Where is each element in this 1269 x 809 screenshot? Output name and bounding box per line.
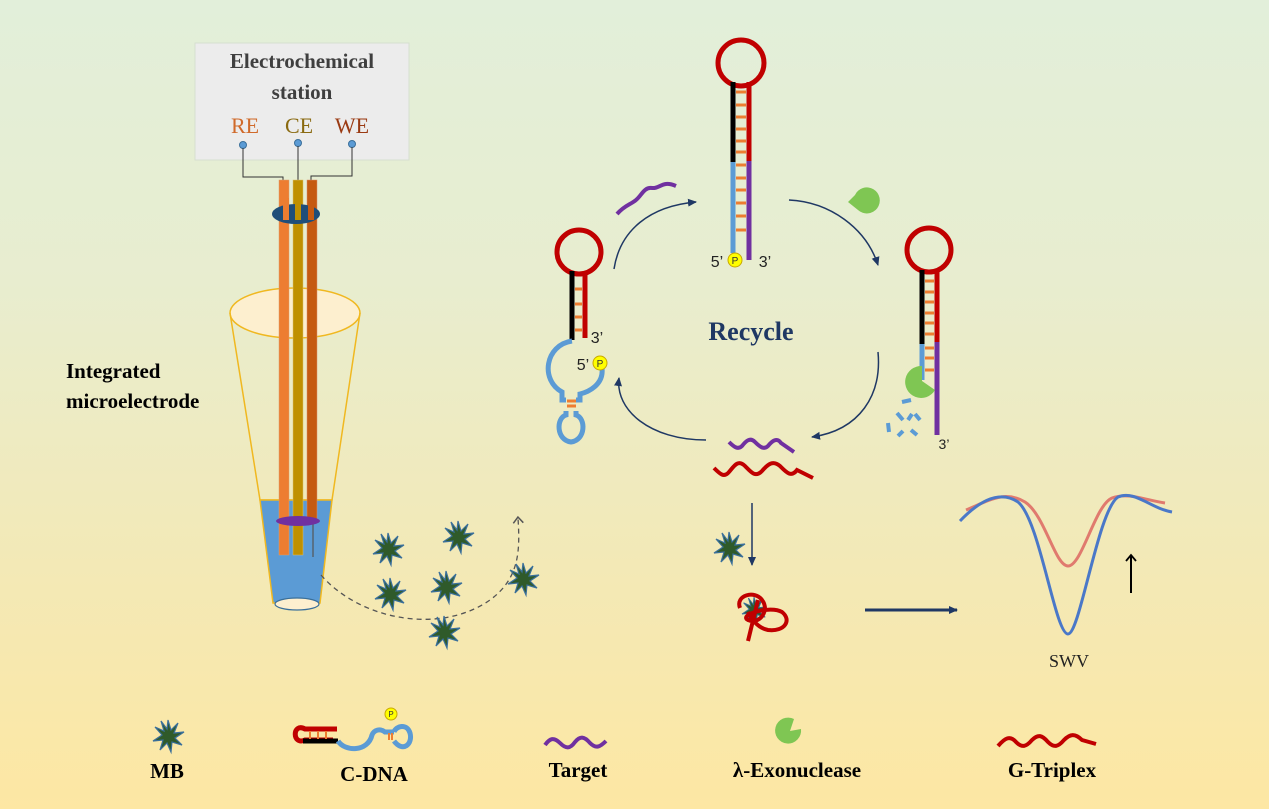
legend-label: G-Triplex — [1008, 758, 1097, 782]
legend-label: Target — [549, 758, 608, 782]
tube-tip — [274, 597, 320, 611]
microelectrode-label-line2: microelectrode — [66, 389, 199, 413]
terminal-we — [348, 140, 356, 148]
cycle-arrow-to-top — [613, 198, 697, 270]
legend: MB P C-DNA Target λ-Exonuclease — [150, 707, 1097, 786]
swv-plot: SWV — [958, 494, 1173, 671]
target-icon — [543, 735, 608, 750]
exonuclease-icon — [905, 365, 935, 398]
microelectrode-label-line1: Integrated — [66, 359, 161, 383]
station-title-line2: station — [272, 80, 333, 104]
mb-star — [430, 570, 463, 604]
electrochemical-station: Electrochemical station RE CE WE — [194, 42, 410, 205]
recycle-label: Recycle — [708, 317, 793, 346]
phosphate-icon — [727, 252, 743, 268]
released-g-triplex — [712, 461, 814, 480]
c-dna-icon: P — [292, 707, 414, 751]
electrode-label-re: RE — [231, 113, 259, 138]
exonuclease-icon — [848, 187, 880, 214]
mb-star — [713, 531, 746, 565]
legend-item-mb: MB — [150, 719, 185, 783]
digested-fragments — [886, 398, 922, 438]
g-triplex-mb-complex — [737, 592, 789, 642]
mb-star — [428, 615, 461, 649]
electrode-label-we: WE — [335, 113, 369, 138]
legend-item-c-dna: P C-DNA — [292, 707, 414, 786]
legend-label: C-DNA — [340, 762, 408, 786]
phosphate-label: P — [732, 256, 739, 267]
modified-layer — [276, 516, 320, 526]
terminal-ce — [294, 139, 302, 147]
swv-curve-after — [958, 494, 1173, 636]
working-electrode — [306, 179, 318, 521]
cap-lead-we — [308, 198, 314, 220]
cap-lead-re — [283, 198, 289, 220]
legend-label: λ-Exonuclease — [733, 758, 861, 782]
release-arrow — [320, 515, 524, 620]
phosphate-icon — [384, 707, 398, 721]
terminal-re — [239, 141, 247, 149]
swv-label: SWV — [1049, 651, 1089, 671]
methylene-blue-icon — [152, 719, 185, 753]
integrated-microelectrode: Integrated microelectrode — [66, 179, 361, 611]
counter-electrode — [292, 179, 304, 556]
cycle-arrow-to-bottom — [811, 351, 880, 440]
hairpin-target-bound: P 5’ 3’ — [711, 37, 771, 271]
three-prime-label: 3’ — [591, 330, 603, 347]
cap-lead-ce — [295, 198, 301, 220]
target-strand-incoming — [615, 181, 677, 216]
legend-item-target: Target — [543, 735, 608, 782]
electrode-label-ce: CE — [285, 113, 313, 138]
three-prime-label: 3’ — [939, 436, 950, 452]
mb-star — [374, 577, 407, 611]
five-prime-label: 5’ — [577, 357, 589, 374]
c-dna-hairpin: P 5’ 3’ — [545, 227, 608, 445]
mb-star — [372, 532, 405, 566]
phosphate-label: P — [597, 359, 604, 370]
five-prime-label: 5’ — [711, 254, 723, 271]
station-box — [194, 42, 410, 161]
mb-star — [507, 562, 540, 596]
phosphate-label: P — [388, 710, 393, 719]
phosphate-icon — [592, 355, 608, 371]
mb-molecules — [372, 520, 540, 649]
cycle-arrow-to-left — [614, 377, 707, 441]
cycle-arrow-to-right — [788, 199, 880, 266]
station-title-line1: Electrochemical — [230, 49, 374, 73]
released-target — [727, 437, 796, 454]
legend-item-g-triplex: G-Triplex — [996, 733, 1097, 782]
swv-curve-before — [965, 494, 1166, 568]
reference-electrode — [278, 179, 290, 556]
legend-item-exonuclease: λ-Exonuclease — [733, 717, 861, 782]
mb-star — [442, 520, 475, 554]
legend-label: MB — [150, 759, 184, 783]
exonuclease-icon — [775, 717, 802, 744]
hairpin-digesting: 3’ — [886, 225, 954, 452]
g-triplex-icon — [996, 733, 1097, 748]
three-prime-label: 3’ — [759, 254, 771, 271]
